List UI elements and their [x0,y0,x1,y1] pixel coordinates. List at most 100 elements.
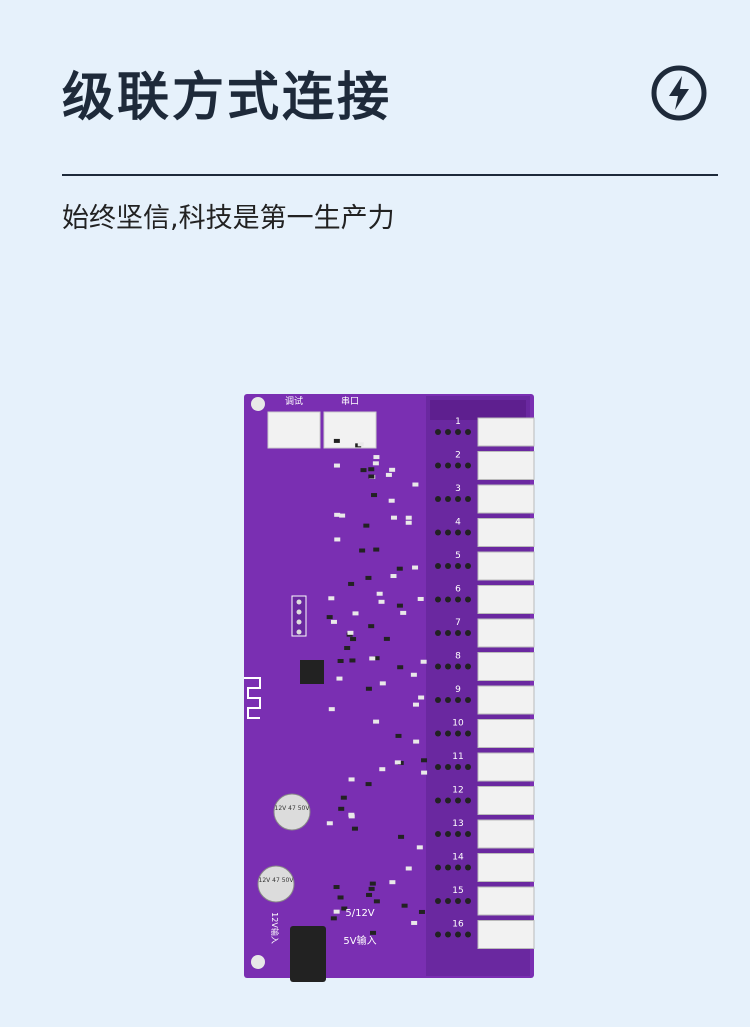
debug-port-label: 调试 [285,395,303,407]
channel-connector: 7 [435,618,535,648]
channel-number: 15 [452,886,463,896]
serial-port-label: 串口 [341,396,359,407]
smd-part [326,821,333,826]
smd-part [412,482,419,487]
smd-part [413,739,420,744]
smd-part [337,895,344,900]
smd-part [360,468,367,473]
channel-connector: 1 [435,417,535,447]
smd-part [411,920,418,925]
smd-part [365,782,372,787]
smd-part [336,676,343,681]
smd-part [368,467,375,472]
smd-part [405,520,412,525]
smd-part [330,916,337,921]
channel-number: 14 [452,853,464,863]
smd-part [418,909,425,914]
voltage-label: 5/12V [345,908,374,919]
smd-part [365,686,372,691]
smd-part [333,463,340,468]
smd-part [359,548,366,553]
page-subtitle: 始终坚信,科技是第一生产力 [62,203,395,234]
smd-part [326,615,333,620]
smd-part [397,665,404,670]
smd-part [348,581,355,586]
channel-connector: 13 [435,819,535,849]
smd-components [326,438,428,935]
smd-part [334,537,341,542]
smd-part [369,656,376,661]
smd-part [366,892,373,897]
smd-part [390,515,397,520]
smd-part [390,574,397,579]
channel-number: 12 [452,786,463,796]
smd-part [368,474,375,479]
smd-part [357,442,364,447]
smd-part [350,637,357,642]
lightning-bolt-icon [651,65,707,121]
page-title: 级联方式连接 [62,68,393,128]
smd-part [379,681,386,686]
channel-connector: 10 [435,719,535,748]
smd-part [339,513,346,518]
channel-connector: 9 [435,685,535,715]
smd-part [328,707,335,712]
channel-connector: 2 [435,451,535,480]
smd-part [373,455,380,460]
smd-part [337,658,344,663]
channel-connector: 5 [435,551,535,581]
channel-connector: 16 [435,920,535,949]
smd-part [389,880,396,885]
smd-part [365,575,372,580]
smd-part [396,566,403,571]
smd-part [396,603,403,608]
smd-part [328,596,335,601]
smd-part [412,702,419,707]
smd-part [341,906,348,911]
smd-part [368,624,375,629]
smd-part [373,656,380,661]
channel-number: 13 [452,819,463,829]
channel-number: 2 [455,451,461,461]
smd-part [347,630,354,635]
smd-part [421,770,428,775]
smd-part [401,903,408,908]
smd-part [418,695,425,700]
smd-part [389,467,396,472]
smd-part [378,599,385,604]
header-divider [62,174,718,176]
smd-part [395,733,402,738]
smd-part [421,758,428,763]
smd-part [333,909,340,914]
channel-number: 11 [452,752,463,762]
smd-part [340,795,347,800]
smd-part [349,658,356,663]
smd-part [338,806,345,811]
smd-part [333,438,340,443]
channel-number: 4 [455,518,461,528]
smd-part [417,596,424,601]
channel-number: 10 [452,719,464,729]
smd-part [394,760,401,765]
smd-part [420,659,427,664]
smd-part [405,515,412,520]
channel-number: 5 [455,551,461,561]
smd-part [370,930,377,935]
smd-part [330,619,337,624]
smd-part [363,523,370,528]
smd-part [373,719,380,724]
power-input-label: 5V输入 [343,934,376,947]
channel-connector: 4 [435,518,535,547]
smd-part [373,899,380,904]
channel-number: 1 [455,417,461,427]
channel-number: 8 [455,652,461,662]
channel-number: 16 [452,920,464,930]
smd-part [400,610,407,615]
channel-connector: 6 [435,585,535,614]
smd-part [348,812,355,817]
smd-part [410,672,417,677]
channel-connector: 3 [435,484,535,514]
smd-part [376,591,383,596]
smd-part [412,565,419,570]
smd-part [379,767,386,772]
